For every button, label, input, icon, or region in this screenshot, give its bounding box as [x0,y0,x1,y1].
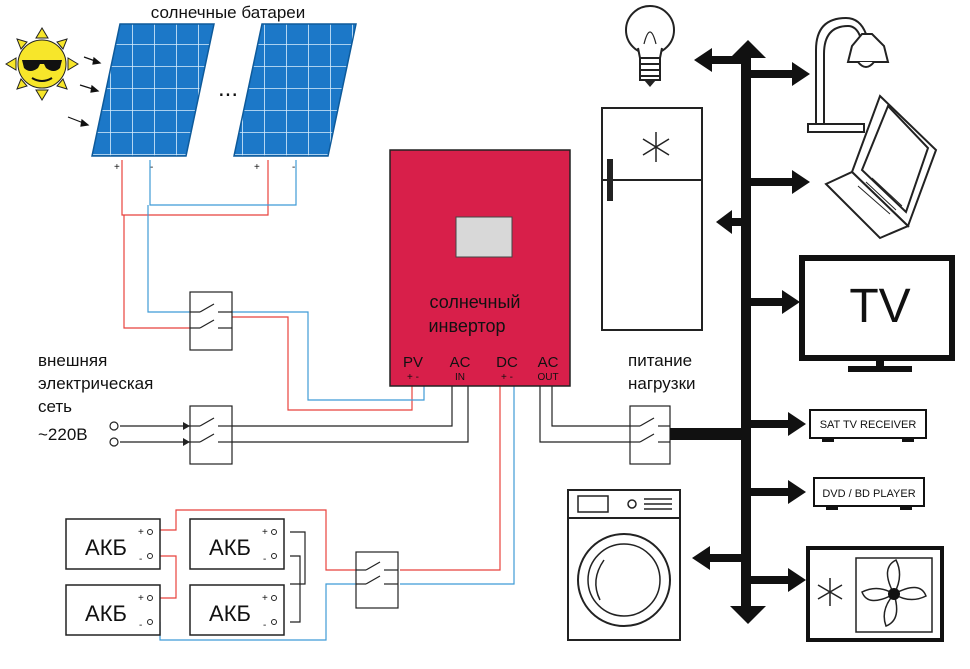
washing-machine-icon [567,489,681,641]
sat-receiver-icon [809,409,927,442]
inverter-acout-label-bottom: OUT [537,372,558,383]
battery-2 [189,518,285,570]
dvd-player-label: DVD / BD PLAYER [822,488,915,500]
panels-title: солнечные батареи [151,3,306,22]
panel-2-plus: + [254,162,260,173]
ac-wires [120,385,630,623]
inverter-acin-label-top: AC [450,354,471,371]
ac-snowflake-icon [817,578,843,606]
battery-4 [189,584,285,636]
grid-label-line1: внешняя [38,351,107,370]
inverter-pv-polarity: + - [407,372,419,383]
snowflake-icon [642,132,670,162]
sun-icon [5,27,79,101]
battery-1-plus: + [138,527,144,538]
battery-3-plus: + [138,593,144,604]
grid-terminal-2 [109,437,119,447]
battery-4-plus: + [262,593,268,604]
refrigerator-icon [601,107,703,331]
battery-2-label: АКБ [209,535,251,560]
positive-wires [121,160,501,599]
battery-1-minus: - [139,554,142,565]
load-label-line2: нагрузки [628,374,696,393]
battery-4-minus: - [263,620,266,631]
solar-panel-2 [233,23,357,157]
grid-breaker-switch [183,405,233,465]
load-bus-arrows [692,48,810,592]
grid-voltage: ~220В [38,425,88,444]
inverter-display [455,216,513,258]
inverter-acout-label-top: AC [538,354,559,371]
grid-label-line3: сеть [38,397,72,416]
battery-2-plus: + [262,527,268,538]
air-conditioner-icon [806,546,944,642]
sat-receiver-label: SAT TV RECEIVER [820,419,917,431]
dvd-player-icon [813,477,925,510]
inverter-pv-label: PV [403,354,423,371]
panel-1-minus: - [150,162,153,173]
battery-1-label: АКБ [85,535,127,560]
grid-label-line2: электрическая [38,374,153,393]
panel-1-plus: + [114,162,120,173]
load-label-line1: питание [628,351,692,370]
battery-3-label: АКБ [85,601,127,626]
tv-label: TV [849,280,910,333]
battery-2-minus: - [263,554,266,565]
battery-terminals [147,529,277,625]
inverter-label-line2: инвертор [428,316,505,336]
battery-breaker-switch [355,551,399,609]
pv-breaker-switch [189,291,233,351]
inverter-dc-polarity: + - [501,372,513,383]
panels-ellipsis: ... [218,75,238,102]
sun-ray-arrow [67,56,102,127]
floor-lamp-icon [807,16,890,133]
light-bulb-icon [625,5,675,87]
battery-3-minus: - [139,620,142,631]
tv-icon [799,255,955,372]
load-bus [670,40,766,624]
grid-terminal-1 [109,421,119,431]
solar-panel-1 [91,23,215,157]
inverter-label-line1: солнечный [430,292,521,312]
inverter-body [389,149,571,387]
inverter-acin-label-bottom: IN [455,372,465,383]
inverter-dc-label: DC [496,354,518,371]
battery-3 [65,584,161,636]
battery-4-label: АКБ [209,601,251,626]
solar-inverter [389,149,571,387]
battery-1 [65,518,161,570]
panel-2-minus: - [292,162,295,173]
laptop-icon [824,94,938,240]
load-breaker-switch [629,405,671,465]
